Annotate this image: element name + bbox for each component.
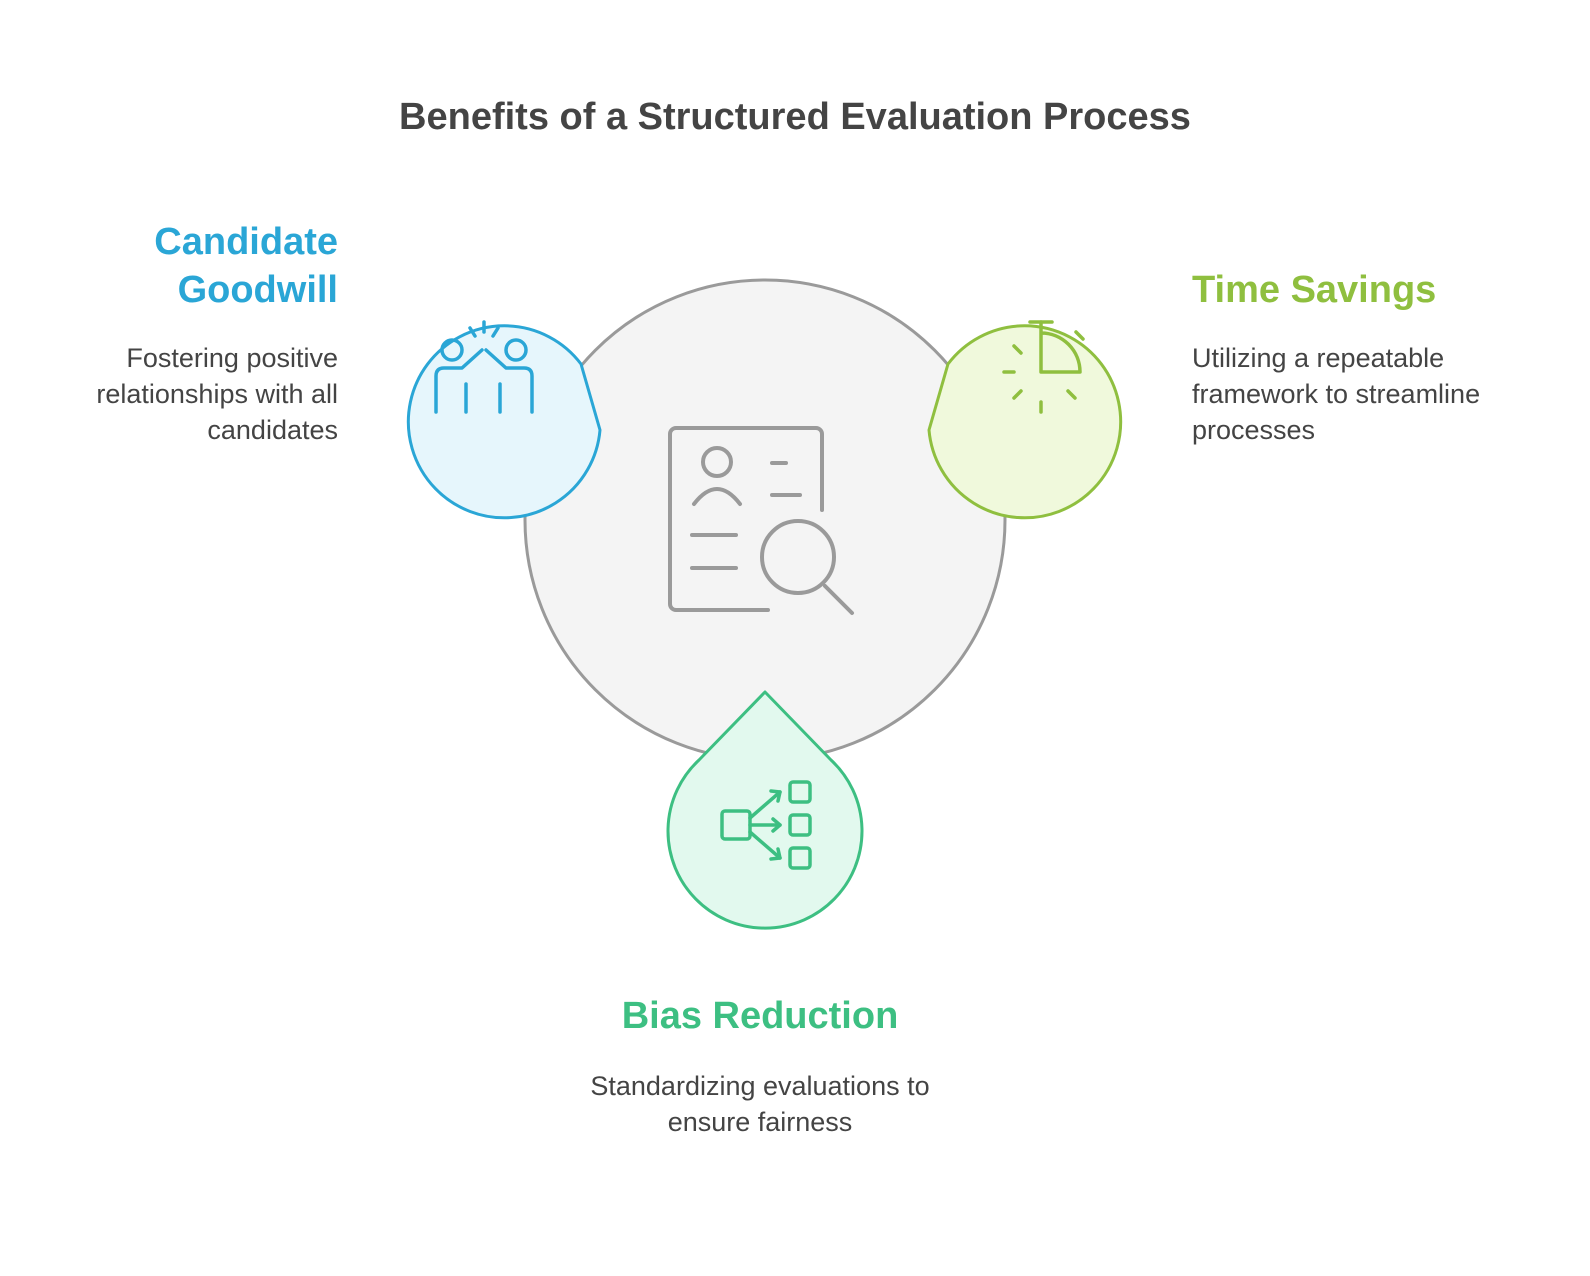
timer-icon — [1002, 320, 1085, 414]
bias-reduction-heading: Bias Reduction — [621, 995, 899, 1037]
high-five-icon — [434, 320, 534, 414]
profile-search-icon — [668, 426, 854, 615]
goodwill-description: Fostering positive relationships with al… — [96, 343, 338, 445]
center-circle — [523, 278, 1007, 762]
bias-drop — [666, 690, 864, 930]
time-drop — [927, 324, 1123, 520]
branching-flow-icon — [720, 780, 812, 870]
time-savings-heading: Time Savings — [1192, 269, 1437, 311]
page-title: Benefits of a Structured Evaluation Proc… — [399, 96, 1191, 138]
goodwill-drop — [406, 324, 602, 520]
bias-reduction-description: Standardizing evaluations to ensure fair… — [590, 1071, 930, 1137]
time-savings-description: Utilizing a repeatable framework to stre… — [1192, 343, 1481, 445]
goodwill-heading: Candidate Goodwill — [154, 221, 338, 311]
